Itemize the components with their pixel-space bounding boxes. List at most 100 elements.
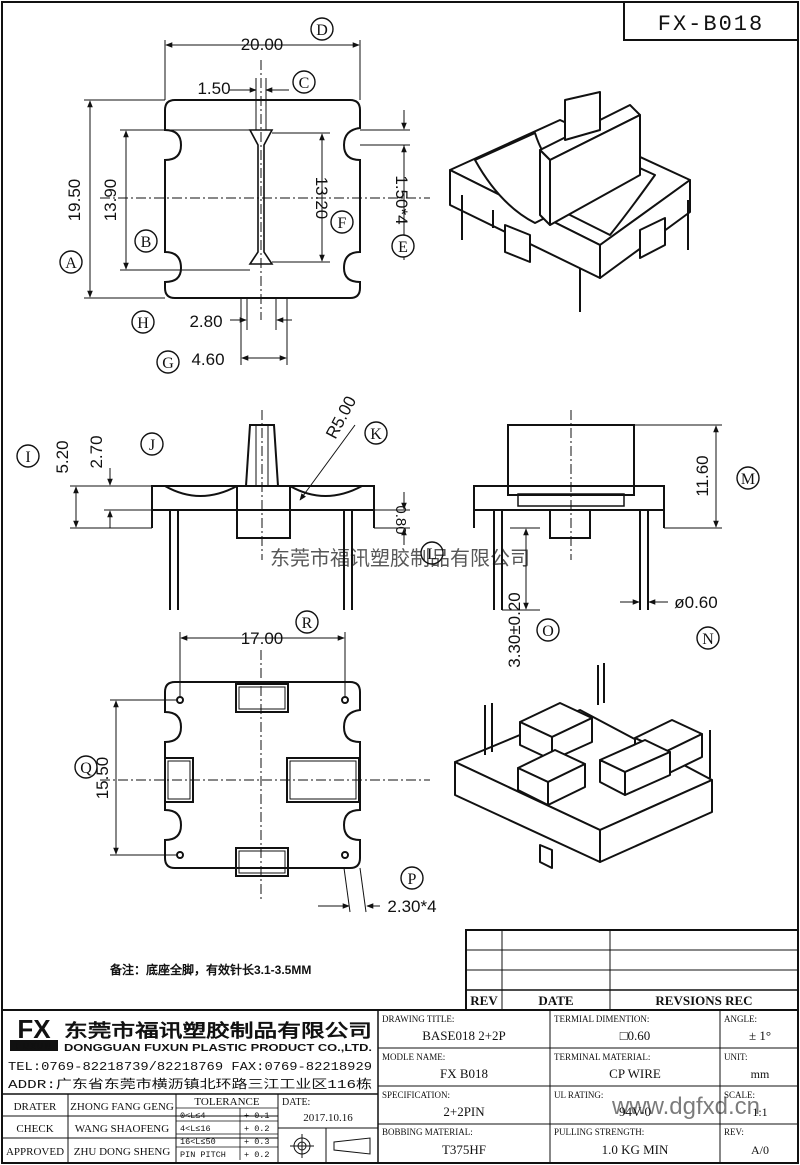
bottom-view: [100, 650, 430, 900]
callout-R: R: [295, 610, 319, 634]
front-view-dims: [70, 424, 410, 545]
pull-value: 1.0 KG MIN: [602, 1142, 669, 1157]
spec-value: 2+2PIN: [443, 1104, 485, 1119]
check-name: WANG SHAOFENG: [75, 1123, 169, 1135]
front-view: [151, 410, 375, 610]
svg-text:J: J: [149, 437, 155, 454]
callout-A: A: [59, 250, 83, 274]
dim-0-60: ø0.60: [674, 593, 717, 612]
svg-text:Q: Q: [80, 760, 92, 777]
svg-text:F: F: [338, 215, 347, 232]
front-view-dim-text: 5.20 2.70 R5.00 0.80: [53, 393, 409, 535]
tol-range-4: PIN PITCH: [180, 1150, 226, 1160]
tol-value-4: + 0.2: [244, 1150, 270, 1160]
bottom-view-dims: [110, 632, 380, 913]
spec-label: SPECIFICATION:: [382, 1090, 450, 1100]
rev-label: REV:: [724, 1127, 744, 1137]
drater-label: DRATER: [14, 1101, 57, 1113]
bobbin-label: BOBBING MATERIAL:: [382, 1127, 473, 1137]
svg-text:H: H: [137, 315, 149, 332]
svg-text:G: G: [162, 355, 174, 372]
company-addr: ADDR:广东省东莞市横沥镇北环路三江工业区116栋: [8, 1076, 372, 1092]
callout-O: O: [536, 618, 560, 642]
tol-value-3: + 0.3: [244, 1137, 270, 1147]
terminal-mat: CP WIRE: [609, 1066, 661, 1081]
callouts: D C A B F E H G I J K L M O N R Q P: [16, 17, 760, 890]
tol-value-1: + 0.1: [244, 1111, 270, 1121]
rev-value: A/0: [751, 1143, 769, 1157]
scale-value: 1:1: [752, 1105, 767, 1119]
date-value: 2017.10.16: [303, 1112, 353, 1124]
company-logo: FX FUXUN: [10, 1014, 58, 1051]
svg-text:C: C: [299, 75, 310, 92]
dim-2-80: 2.80: [189, 312, 222, 331]
drater-name: ZHONG FANG GENG: [70, 1101, 174, 1113]
dim-19-50: 19.50: [65, 179, 84, 222]
logo-fx: FX: [17, 1014, 51, 1044]
dim-2-70: 2.70: [87, 435, 106, 468]
ul-label: UL RATING:: [554, 1090, 603, 1100]
callout-L: L: [420, 541, 444, 565]
callout-F: F: [330, 210, 354, 234]
dim-13-90: 13.90: [101, 179, 120, 222]
dim-2-30x4: 2.30*4: [387, 897, 436, 916]
svg-text:D: D: [316, 22, 328, 39]
rev-header-rev: REV: [470, 993, 498, 1008]
svg-text:K: K: [370, 426, 382, 443]
dim-1-50x4: 1.50*4: [392, 175, 411, 224]
callout-B: B: [134, 229, 158, 253]
callout-M: M: [736, 466, 760, 490]
svg-text:B: B: [141, 234, 152, 251]
tol-range-2: 4<L≤16: [180, 1124, 211, 1134]
dim-17: 17.00: [241, 629, 284, 648]
dim-13-20: 13.20: [312, 177, 331, 220]
pull-label: PULLING STRENGTH:: [554, 1127, 644, 1137]
dim-11-60: 11.60: [693, 455, 712, 496]
model-label: MODLE NAME:: [382, 1052, 445, 1062]
terminal-dim: □0.60: [620, 1028, 651, 1043]
callout-J: J: [140, 432, 164, 456]
svg-text:O: O: [542, 623, 554, 640]
dim-1-50: 1.50: [197, 79, 230, 98]
scale-label: SCALE:: [724, 1090, 755, 1100]
part-number: FX-B018: [658, 12, 764, 37]
rev-header-date: DATE: [538, 993, 573, 1008]
watermark-url: www.dgfxd.cn: [611, 1093, 760, 1120]
angle-label: ANGLE:: [724, 1014, 757, 1024]
tol-value-2: + 0.2: [244, 1124, 270, 1134]
iso-view-top: [449, 91, 691, 312]
callout-I: I: [16, 444, 40, 468]
callout-Q: Q: [74, 755, 98, 779]
terminal-mat-label: TERMINAL MATERIAL:: [554, 1052, 650, 1062]
rev-header-rec: REVSIONS REC: [655, 993, 752, 1008]
side-view: [473, 410, 665, 610]
approved-label: APPROVED: [6, 1146, 64, 1158]
date-label: DATE:: [282, 1097, 310, 1108]
callout-G: G: [156, 350, 180, 374]
tolerance-title: TOLERANCE: [194, 1096, 259, 1108]
side-view-dims: [502, 424, 722, 611]
side-view-dim-text: 11.60 3.30±0.20 ø0.60: [505, 455, 718, 667]
dim-5-20: 5.20: [53, 440, 72, 473]
svg-text:A: A: [65, 255, 77, 272]
check-label: CHECK: [16, 1123, 53, 1135]
company-name-en: DONGGUAN FUXUN PLASTIC PRODUCT CO.,LTD.: [64, 1043, 372, 1054]
svg-text:P: P: [408, 871, 417, 888]
company-tel: TEL:0769-82218739/82218769 FAX:0769-8221…: [8, 1060, 372, 1074]
top-view: [100, 60, 430, 320]
top-view-dims: [84, 40, 410, 365]
unit-value: mm: [751, 1067, 770, 1081]
model-name: FX B018: [440, 1066, 488, 1081]
bobbin-value: T375HF: [442, 1142, 486, 1157]
svg-text:I: I: [25, 449, 30, 466]
part-number-box: FX-B018: [623, 1, 799, 41]
svg-text:R: R: [302, 615, 313, 632]
iso-view-bottom: [454, 663, 713, 869]
ul-value: 94V-0: [619, 1104, 651, 1119]
angle-value: ± 1°: [749, 1028, 771, 1043]
callout-K: K: [364, 421, 388, 445]
company-name-cn: 东莞市福讯塑胶制品有限公司: [64, 1020, 372, 1041]
svg-text:N: N: [702, 631, 714, 648]
approved-name: ZHU DONG SHENG: [74, 1146, 171, 1158]
